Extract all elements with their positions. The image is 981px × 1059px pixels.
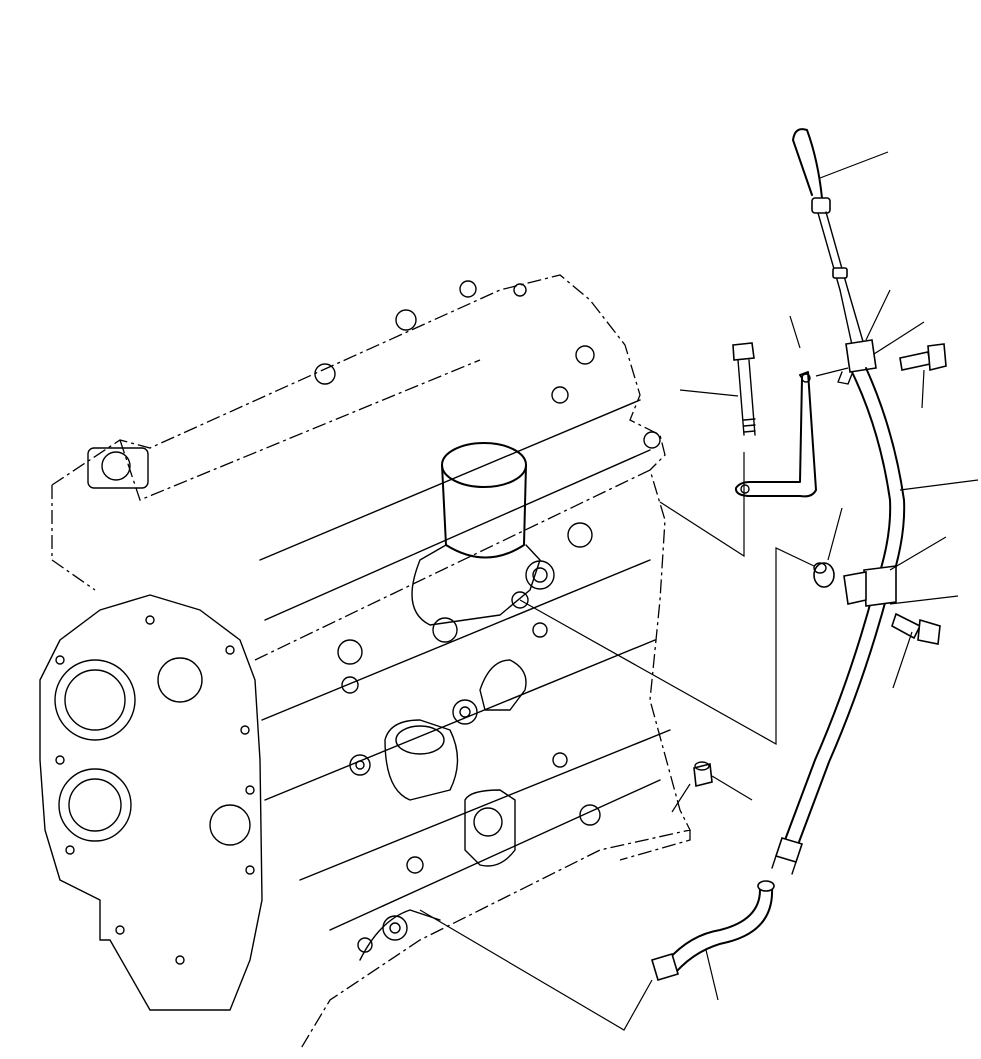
- dipstick-assembly: [771, 128, 906, 875]
- leader-lines: [419, 151, 979, 1031]
- tube-clamp-upper: [845, 339, 877, 373]
- spacer-collar: [813, 562, 835, 588]
- clamp-bolt-lower: [891, 612, 941, 645]
- support-bracket: [734, 371, 817, 498]
- tube-clamp-lower: [863, 565, 897, 607]
- elbow-connector: [693, 761, 713, 787]
- dipstick-cap: [811, 197, 831, 214]
- long-flange-bolt: [732, 342, 756, 436]
- dipstick-handle: [792, 128, 823, 199]
- lower-tube: [651, 880, 775, 981]
- clamp-bolt-upper: [899, 343, 947, 372]
- engine-block: [39, 274, 691, 1051]
